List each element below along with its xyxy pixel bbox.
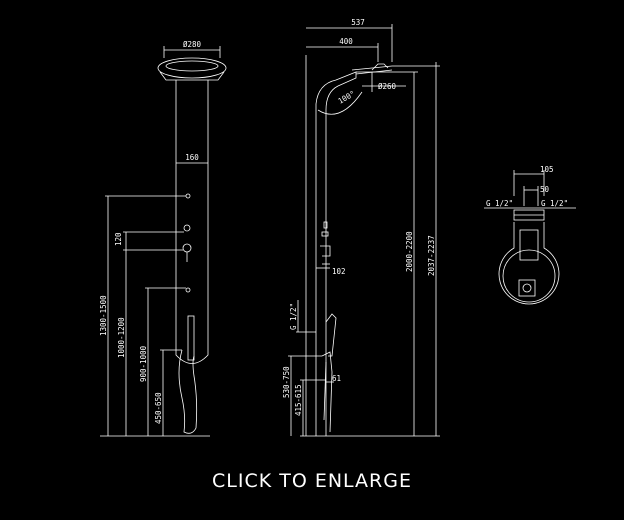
detail-bracket — [498, 222, 560, 305]
side-panel — [315, 71, 357, 436]
side-head — [371, 63, 389, 71]
front-head-inner — [165, 60, 219, 72]
side-dim-angle: 100° — [337, 89, 357, 106]
detail-thread-right: G 1/2" — [541, 199, 568, 208]
side-dim-height: 2000-2200 — [405, 231, 414, 272]
side-dim-thread: G 1/2" — [289, 303, 298, 330]
detail-dim-mid: 50 — [540, 185, 550, 194]
front-hose — [178, 349, 198, 434]
front-control-1 — [183, 224, 191, 232]
detail-view: 105 50 G 1/2" G 1/2" — [484, 165, 576, 305]
front-jet-2 — [185, 287, 191, 293]
side-hose — [321, 351, 333, 433]
side-dim-arm: 400 — [339, 37, 353, 46]
side-dim-low-1: 530-750 — [282, 366, 291, 398]
front-dim-1: 1300-1500 — [99, 295, 108, 336]
side-angle-arc — [317, 91, 363, 115]
side-dim-head: Ø260 — [378, 82, 397, 91]
side-hand-shower — [325, 313, 337, 357]
front-dim-4: 450-650 — [154, 392, 163, 424]
technical-drawing[interactable]: Ø280 160 120 1300-1500 1000-1200 900-100… — [0, 0, 624, 455]
side-dim-hand: 61 — [332, 374, 341, 383]
side-dim-total-height: 2037-2237 — [427, 235, 436, 276]
detail-thread-left: G 1/2" — [486, 199, 513, 208]
front-dim-column: 160 — [185, 153, 199, 162]
front-head-skirt — [159, 71, 225, 81]
click-to-enlarge-button[interactable]: CLICK TO ENLARGE — [212, 470, 412, 492]
front-dim-spacing: 120 — [114, 232, 123, 246]
front-column — [175, 80, 209, 364]
front-dim-3: 900-1000 — [139, 345, 148, 382]
front-dim-2: 1000-1200 — [117, 317, 126, 358]
front-jet-1 — [185, 193, 191, 199]
front-dim-head: Ø280 — [183, 40, 202, 49]
side-dim-depth: 102 — [332, 267, 346, 276]
front-hand-holder — [187, 315, 195, 361]
front-control-2 — [182, 243, 192, 253]
front-view: Ø280 160 120 1300-1500 1000-1200 900-100… — [99, 40, 227, 437]
front-head-top — [157, 57, 227, 79]
side-view: 537 400 Ø260 100° 102 2000-2200 2037-223… — [282, 18, 440, 437]
detail-wall-plate — [502, 249, 556, 303]
detail-bolt — [522, 283, 532, 293]
side-mixer — [320, 245, 331, 257]
side-dim-total-width: 537 — [351, 18, 365, 27]
detail-bracket-inner — [519, 229, 539, 261]
detail-dim-top: 105 — [540, 165, 554, 174]
side-dim-low-2: 415-615 — [294, 384, 303, 416]
